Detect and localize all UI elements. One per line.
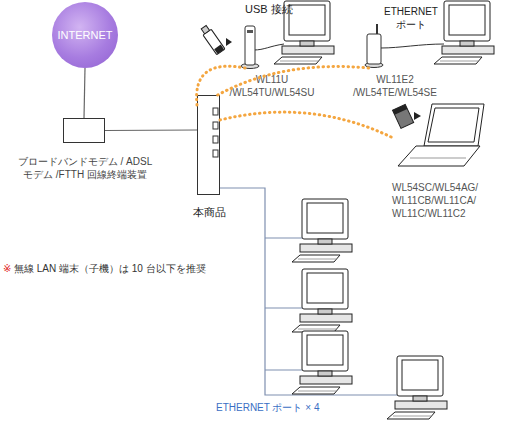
model-label: WL11U /WL54TU/WL54SU [227,73,317,99]
modem-box: ブロードバンドモデム / ADSL モデム /FTTH 回線終端装置 [63,118,105,143]
router-port [213,150,218,157]
model-label: WL54SC/WL54AG/ WL11CB/WL11CA/ WL11C/WL11… [392,181,488,220]
connection-label: ETHERNET ポート [381,5,441,31]
model-label: WL11E2 /WL54TE/WL54SE [350,73,440,99]
ethernet-cable [381,44,444,48]
device-label: 本商品 [176,206,243,219]
wireless-link [220,112,392,137]
router-port [213,122,218,129]
adapter-antenna [376,24,378,34]
router-port [213,108,218,115]
desktop-pc [292,199,352,262]
ethernet-adapter-icon [365,24,444,68]
lan-branch-wire [265,237,302,238]
router-box: 本商品 [197,95,220,195]
laptop-keys [410,158,466,159]
note-mark: ※ [3,262,11,275]
desktop-pc [292,269,352,332]
lan-branch-wire [265,307,302,308]
pointer-triangle [226,38,232,46]
lan-branch-wire [265,369,302,370]
desktop-pc [387,356,447,419]
stick-cap [214,45,224,55]
laptop-lid [424,104,484,146]
ethernet-adapter: WL11E2 /WL54TE/WL54SE [362,24,384,68]
usb-cable [254,44,284,50]
wireless-link [197,66,245,105]
adapter-led [247,30,253,33]
stick-plug [201,26,209,34]
laptop-icon [393,104,484,166]
router-body [197,95,220,195]
note-text: 無線 LAN 端末（子機）は 10 台以下を推奨 [14,262,206,275]
lan-wire [220,188,397,395]
device-label: ブロードバンドモデム / ADSL モデム /FTTH 回線終端装置 [14,155,156,181]
port-label: ETHERNET ポート × 4 [216,401,319,414]
laptop-screen [428,108,479,142]
internet-circle: INTERNET [52,2,118,68]
pc-card [393,104,414,128]
usb-adapter: WL11U /WL54TU/WL54SU [240,24,260,68]
router-fill [197,95,220,195]
router-port [213,136,218,143]
pointer-triangle [414,112,421,120]
adapter-body [245,26,255,65]
lan-trunk-wire [220,188,397,395]
desktop-pc [292,331,352,394]
pc-card-end [393,104,408,114]
wired-link [84,68,85,118]
desktop-pc [434,1,494,64]
adapter-body [367,34,381,64]
laptop-card: WL54SC/WL54AG/ WL11CB/WL11CA/ WL11C/WL11… [392,100,484,168]
wired-link [105,129,197,131]
connection-label: USB 接続 [245,3,293,16]
usb-adapter-icon [241,26,284,69]
node-title: INTERNET [58,29,113,42]
usb-stick-icon [200,24,232,54]
laptop-base [398,146,480,166]
